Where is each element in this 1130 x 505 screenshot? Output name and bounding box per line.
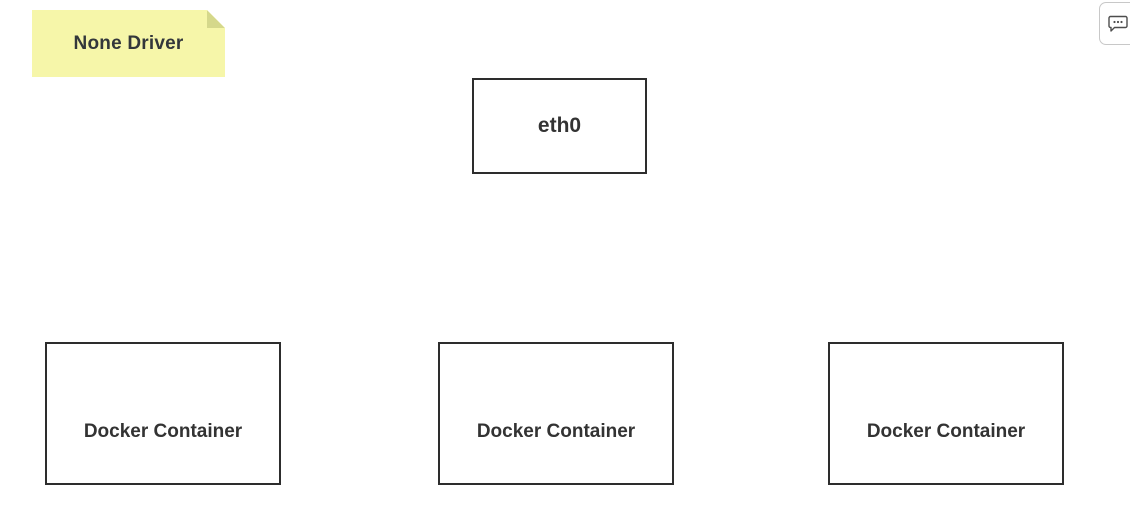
node-docker-container-1-label: Docker Container [83,420,243,442]
node-docker-container-3[interactable]: Docker Container [828,342,1064,485]
node-docker-container-2-label: Docker Container [476,420,636,442]
node-docker-container-3-label: Docker Container [866,420,1026,442]
comment-bubble-icon [1108,15,1128,32]
note-folded-corner [207,10,225,28]
node-eth0[interactable]: eth0 [472,78,647,174]
sticky-note-label: None Driver [73,32,184,54]
node-docker-container-2[interactable]: Docker Container [438,342,674,485]
node-eth0-label: eth0 [537,114,582,137]
comments-button[interactable] [1099,2,1130,45]
sticky-note-none-driver[interactable]: None Driver [32,10,225,77]
node-docker-container-1[interactable]: Docker Container [45,342,281,485]
